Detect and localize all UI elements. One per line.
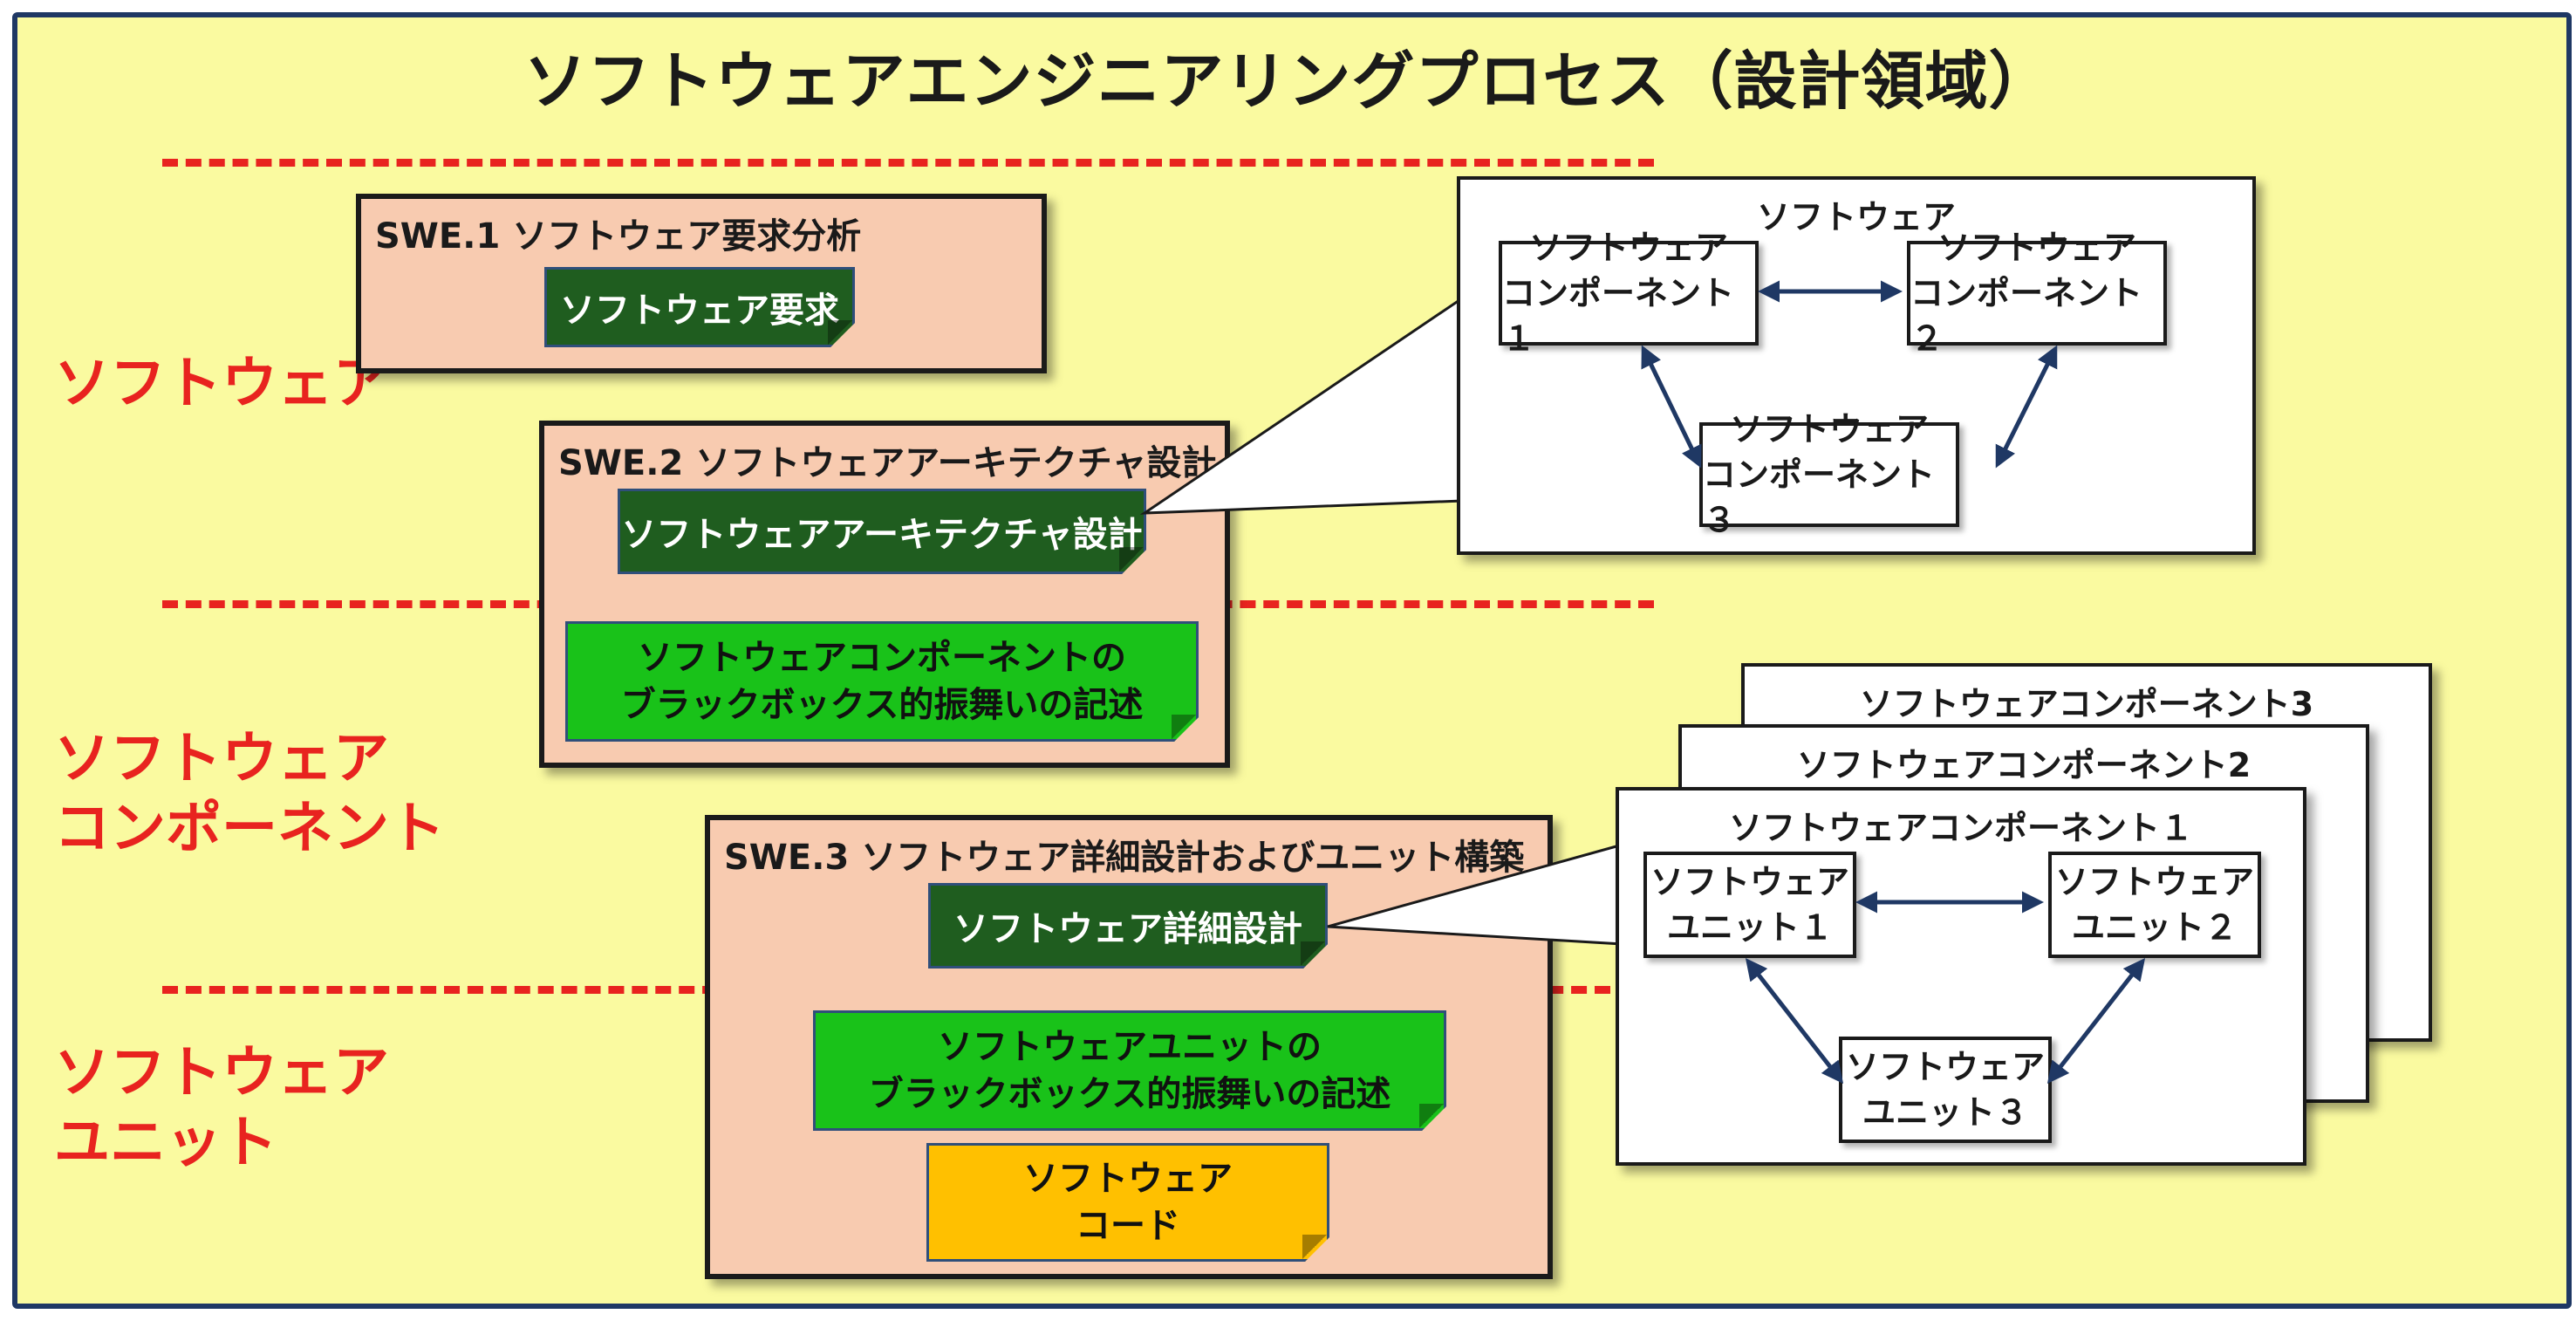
level-label-unit-line2: ユニット	[54, 1111, 277, 1175]
component-panel-middle-title: ソフトウェアコンポーネント2	[1796, 746, 2251, 784]
separator-line-top	[162, 159, 1654, 167]
level-label-software: ソフトウェア	[54, 349, 389, 419]
level-label-unit-line1: ソフトウェア	[54, 1041, 389, 1105]
swe3-title: SWE.3 ソフトウェア詳細設計およびユニット構築	[724, 838, 1525, 878]
software-unit-1: ソフトウェア ユニット１	[1643, 852, 1856, 958]
architecture-component-2: ソフトウェア コンポーネント２	[1907, 229, 2167, 358]
swe3-unit-behavior-doc: ソフトウェアユニットの ブラックボックス的振舞いの記述	[813, 1010, 1446, 1131]
swe1-requirements-doc-label: ソフトウェア要求	[560, 291, 839, 331]
unit-3-line2: ユニット３	[1862, 1093, 2028, 1132]
unit-3-line1: ソフトウェア	[1845, 1048, 2045, 1086]
swe2-component-behavior-line2: ブラックボックス的振舞いの記述	[620, 685, 1144, 725]
component-panel-back-title: ソフトウェアコンポーネント3	[1859, 685, 2314, 723]
swe3-software-code-doc: ソフトウェア コード	[926, 1143, 1329, 1262]
level-label-component: ソフトウェア コンポーネント	[54, 724, 445, 864]
swe3-software-code-line2: コード	[1076, 1206, 1180, 1246]
swe2-architecture-doc-label: ソフトウェアアーキテクチャ設計	[621, 515, 1143, 555]
architecture-component-3: ソフトウェア コンポーネント３	[1699, 410, 1959, 539]
component-1-line2: コンポーネント１	[1502, 274, 1735, 358]
arrow-unit2-unit3	[2046, 958, 2146, 1084]
component-3-line1: ソフトウェア	[1729, 410, 1929, 448]
swe3-unit-behavior-line2: ブラックボックス的振舞いの記述	[868, 1074, 1391, 1114]
swe3-software-code-text: ソフトウェア コード	[1023, 1155, 1233, 1249]
component-3-line2: コンポーネント３	[1703, 455, 1936, 539]
swe2-component-behavior-text: ソフトウェアコンポーネントの ブラックボックス的振舞いの記述	[621, 634, 1144, 729]
software-unit-3: ソフトウェア ユニット３	[1839, 1037, 2052, 1143]
unit-2-line1: ソフトウェア	[2054, 863, 2254, 901]
component-2-line1: ソフトウェア	[1937, 229, 2136, 267]
component-1-line1: ソフトウェア	[1528, 229, 1728, 267]
level-label-unit: ソフトウェア ユニット	[54, 1038, 389, 1178]
software-unit-2: ソフトウェア ユニット２	[2048, 852, 2261, 958]
component-2-line2: コンポーネント２	[1910, 274, 2143, 358]
unit-1-line1: ソフトウェア	[1650, 863, 1849, 901]
swe3-software-code-line1: ソフトウェア	[1023, 1159, 1233, 1199]
swe3-unit-behavior-text: ソフトウェアユニットの ブラックボックス的振舞いの記述	[869, 1023, 1391, 1118]
swe3-detailed-design-doc-label: ソフトウェア詳細設計	[953, 909, 1302, 949]
swe2-component-behavior-doc: ソフトウェアコンポーネントの ブラックボックス的振舞いの記述	[565, 621, 1199, 742]
swe3-unit-behavior-line1: ソフトウェアユニットの	[938, 1027, 1322, 1067]
arrow-component2-component3	[1995, 345, 2058, 469]
arrow-component1-component3	[1641, 345, 1702, 469]
swe2-architecture-doc: ソフトウェアアーキテクチャ設計	[618, 489, 1146, 574]
swe1-requirements-doc: ソフトウェア要求	[544, 267, 855, 347]
level-label-component-line2: コンポーネント	[54, 797, 445, 861]
swe2-title: SWE.2 ソフトウェアアーキテクチャ設計	[558, 443, 1217, 483]
level-label-software-text: ソフトウェア	[54, 352, 389, 416]
component-panel-front-title: ソフトウェアコンポーネント１	[1728, 809, 2193, 847]
swe1-title: SWE.1 ソフトウェア要求分析	[375, 216, 862, 257]
swe2-component-behavior-line1: ソフトウェアコンポーネントの	[638, 638, 1126, 678]
architecture-component-1: ソフトウェア コンポーネント１	[1499, 229, 1759, 358]
arrow-unit1-unit3	[1745, 958, 1844, 1084]
unit-1-line2: ユニット１	[1666, 908, 1833, 947]
swe3-detailed-design-doc: ソフトウェア詳細設計	[928, 883, 1328, 969]
diagram-title: ソフトウェアエンジニアリングプロセス（設計領域）	[523, 44, 2053, 118]
level-label-component-line1: ソフトウェア	[54, 727, 389, 791]
architecture-panel-title: ソフトウェア	[1756, 198, 1956, 236]
unit-2-line2: ユニット２	[2071, 908, 2238, 947]
